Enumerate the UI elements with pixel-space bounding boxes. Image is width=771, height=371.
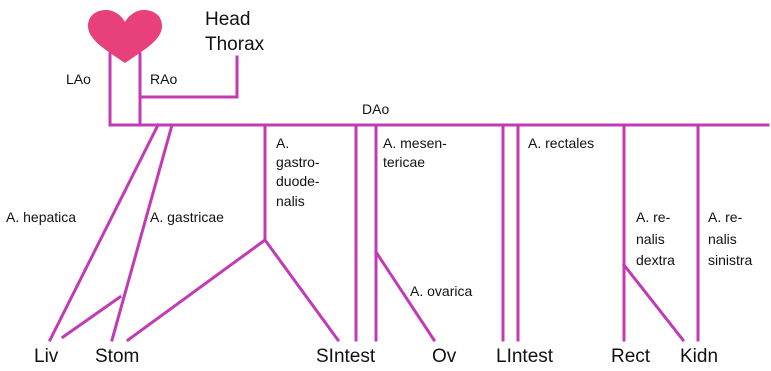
head-thorax-artery xyxy=(138,55,239,99)
organ-large-intestine: LIntest xyxy=(496,346,554,367)
organ-kidney: Kidn xyxy=(680,346,718,367)
organ-liver: Liv xyxy=(34,346,59,367)
hepatic-artery xyxy=(47,122,161,343)
lao-label: LAo xyxy=(66,71,91,87)
ovarian-artery xyxy=(373,249,437,343)
gastroduodenalis-line-4: nalis xyxy=(276,193,305,209)
gastroduodenalis-line-3: duode- xyxy=(276,173,320,189)
gastroduodenal-to-sintest xyxy=(262,237,341,343)
thorax-label: Thorax xyxy=(205,34,265,55)
renalis-sinistra-line-3: sinistra xyxy=(708,252,753,268)
mesentericae-line-1: A. mesen- xyxy=(383,135,447,151)
dao-label: DAo xyxy=(362,101,389,117)
right-renal-artery xyxy=(621,262,686,343)
organ-rectum: Rect xyxy=(611,346,651,367)
gastric-artery xyxy=(110,123,174,342)
hepatica-label: A. hepatica xyxy=(6,209,76,225)
renalis-sinistra-line-2: nalis xyxy=(708,231,737,247)
mesentericae-line-2: tericae xyxy=(383,154,425,170)
gastroduodenalis-line-2: gastro- xyxy=(276,154,320,170)
organ-stomach: Stom xyxy=(95,346,139,367)
rao-label: RAo xyxy=(150,71,177,87)
organ-ovary: Ov xyxy=(432,346,457,367)
renalis-dextra-line-2: nalis xyxy=(636,231,665,247)
gastroduodenalis-line-1: A. xyxy=(276,135,289,151)
renalis-dextra-line-3: dextra xyxy=(636,252,675,268)
gastroduodenal-to-stomach xyxy=(125,237,268,343)
renalis-dextra-line-1: A. re- xyxy=(636,209,671,225)
gastricae-label: A. gastricae xyxy=(150,209,224,225)
ovarica-label: A. ovarica xyxy=(410,283,472,299)
organ-small-intestine: SIntest xyxy=(316,346,376,367)
heart-icon xyxy=(88,10,162,63)
renalis-sinistra-line-1: A. re- xyxy=(708,209,743,225)
head-label: Head xyxy=(205,9,250,30)
hepatic-to-stomach-branch xyxy=(60,294,123,340)
rectales-label: A. rectales xyxy=(528,135,594,151)
